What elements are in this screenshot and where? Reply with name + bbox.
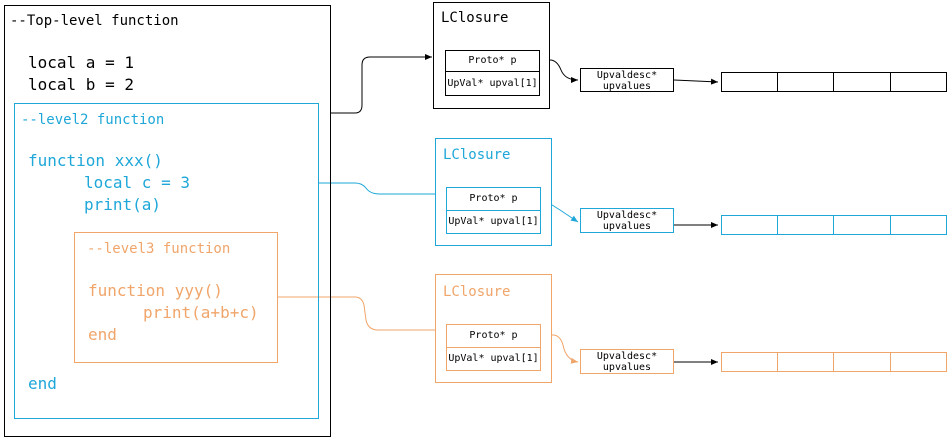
code-line-print-abc: print(a+b+c) — [143, 303, 259, 322]
lclosure-title-1: LClosure — [441, 10, 509, 26]
top-level-comment: --Top-level function — [10, 13, 179, 29]
upvaldesc-box-2: Upvaldesc* upvalues — [580, 208, 674, 233]
proto-field-1: Proto* p — [445, 50, 540, 72]
code-line-function-yyy: function yyy() — [88, 281, 223, 300]
array-cell — [890, 72, 947, 92]
upval-field-2: UpVal* upval[1] — [446, 210, 541, 234]
array-cell — [833, 72, 891, 92]
upvalues-label-3: upvalues — [602, 362, 652, 373]
lclosure-title-3: LClosure — [443, 284, 511, 300]
code-line-print-a: print(a) — [84, 195, 162, 214]
lclosure-title-2: LClosure — [443, 147, 511, 163]
array-cell — [721, 215, 778, 235]
code-line-local-c: local c = 3 — [84, 173, 190, 192]
code-line-level3-end: end — [88, 325, 117, 344]
level2-function-box — [14, 103, 319, 419]
upvalues-label-1: upvalues — [602, 81, 652, 92]
upvaldesc-label-2: Upvaldesc* — [596, 210, 658, 221]
lclosure-box-1 — [433, 2, 550, 109]
upval-field-1: UpVal* upval[1] — [445, 71, 540, 96]
array-cell — [890, 352, 947, 372]
proto-field-3: Proto* p — [446, 324, 541, 348]
level2-comment: --level2 function — [21, 112, 165, 128]
array-cell — [833, 352, 891, 372]
array-cell — [833, 215, 891, 235]
arrow-proto-to-desc-1 — [540, 59, 579, 83]
level3-function-box — [74, 232, 278, 363]
array-cell — [777, 352, 834, 372]
level3-comment: --level3 function — [87, 241, 231, 257]
upvaldesc-label-1: Upvaldesc* — [596, 70, 658, 81]
arrow-level3-to-closure — [277, 296, 444, 333]
upvaldesc-box-3: Upvaldesc* upvalues — [580, 349, 674, 374]
top-level-function-box — [4, 5, 331, 437]
arrow-desc-to-array-1 — [673, 78, 719, 85]
upvaldesc-label-3: Upvaldesc* — [596, 351, 658, 362]
upval-field-3: UpVal* upval[1] — [446, 347, 541, 371]
upvaldesc-box-1: Upvaldesc* upvalues — [580, 68, 674, 92]
code-line-local-b: local b = 2 — [28, 75, 134, 94]
proto-field-2: Proto* p — [446, 187, 541, 211]
lclosure-box-2 — [435, 138, 552, 246]
arrow-top-to-closure — [330, 54, 432, 114]
code-line-function-xxx: function xxx() — [28, 151, 163, 170]
array-cell — [777, 72, 834, 92]
array-cell — [777, 215, 834, 235]
arrow-level2-to-closure — [318, 182, 445, 197]
array-cell — [890, 215, 947, 235]
code-line-local-a: local a = 1 — [28, 53, 134, 72]
code-line-level2-end: end — [28, 374, 57, 393]
upvalues-label-2: upvalues — [602, 221, 652, 232]
arrow-proto-to-desc-3 — [541, 334, 579, 364]
array-cell — [721, 352, 778, 372]
array-cell — [721, 72, 778, 92]
lclosure-box-3 — [435, 274, 552, 383]
